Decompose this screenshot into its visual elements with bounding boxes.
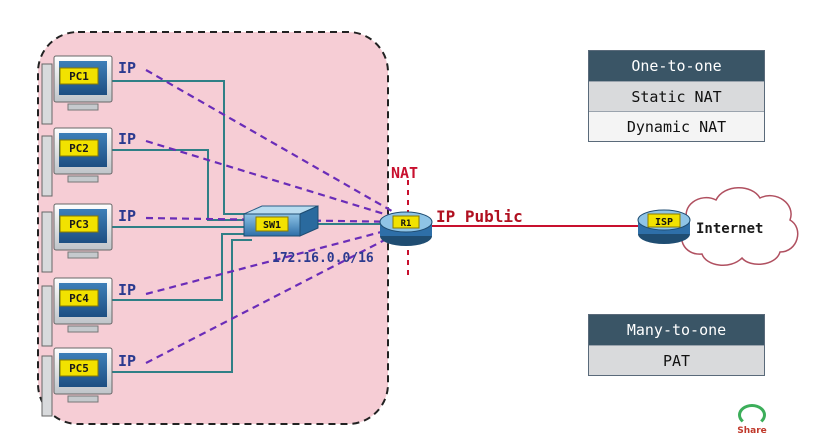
nat-table-row-static: Static NAT [589,81,764,111]
pc-5[interactable]: PC5 [41,347,113,417]
ip-label-pc1: IP [118,59,136,77]
nat-label: NAT [391,164,418,182]
switch-label: SW1 [263,220,281,231]
router-isp[interactable]: ISP [637,209,691,244]
cable-pc5 [112,239,252,373]
subnet-label: 172.16.0.0/16 [272,251,374,266]
ip-label-pc2: IP [118,130,136,148]
pc-2[interactable]: PC2 [41,127,113,197]
nat-translation-lines [145,69,405,364]
dash-pc5 [145,229,405,364]
pc-3[interactable]: PC3 [41,203,113,273]
nat-table-header: One-to-one [589,51,764,81]
pc-label: PC3 [69,218,89,231]
share-logo-icon [738,404,766,426]
ip-label-pc5: IP [118,352,136,370]
pat-table: Many-to-one PAT [588,314,765,376]
switch-sw1[interactable]: SW1 [243,205,319,237]
dash-pc4 [145,224,405,296]
nat-table-row-dynamic: Dynamic NAT [589,111,764,141]
ip-label-pc4: IP [118,281,136,299]
router-r1[interactable]: R1 [379,211,433,246]
public-ip-label: IP Public [436,207,523,226]
dash-pc2 [145,139,405,222]
ip-label-pc3: IP [118,207,136,225]
isp-label: ISP [655,217,673,228]
dash-pc1 [145,69,405,219]
router-label: R1 [401,219,412,229]
pc-label: PC4 [69,292,89,305]
pat-table-header: Many-to-one [589,315,764,345]
pc-4[interactable]: PC4 [41,277,113,347]
pc-1[interactable]: PC1 [41,55,113,125]
pat-table-row-pat: PAT [589,345,764,375]
cable-pc1 [112,80,252,215]
pc-label: PC2 [69,142,89,155]
internet-cloud: Internet [680,187,799,266]
internet-label: Internet [696,221,763,237]
pc-label: PC1 [69,70,89,83]
cable-pc4 [112,233,252,301]
share-logo-text: Share [737,426,767,436]
pc-label: PC5 [69,362,89,375]
nat-type-table: One-to-one Static NAT Dynamic NAT [588,50,765,142]
share-logo: Share [722,404,782,438]
